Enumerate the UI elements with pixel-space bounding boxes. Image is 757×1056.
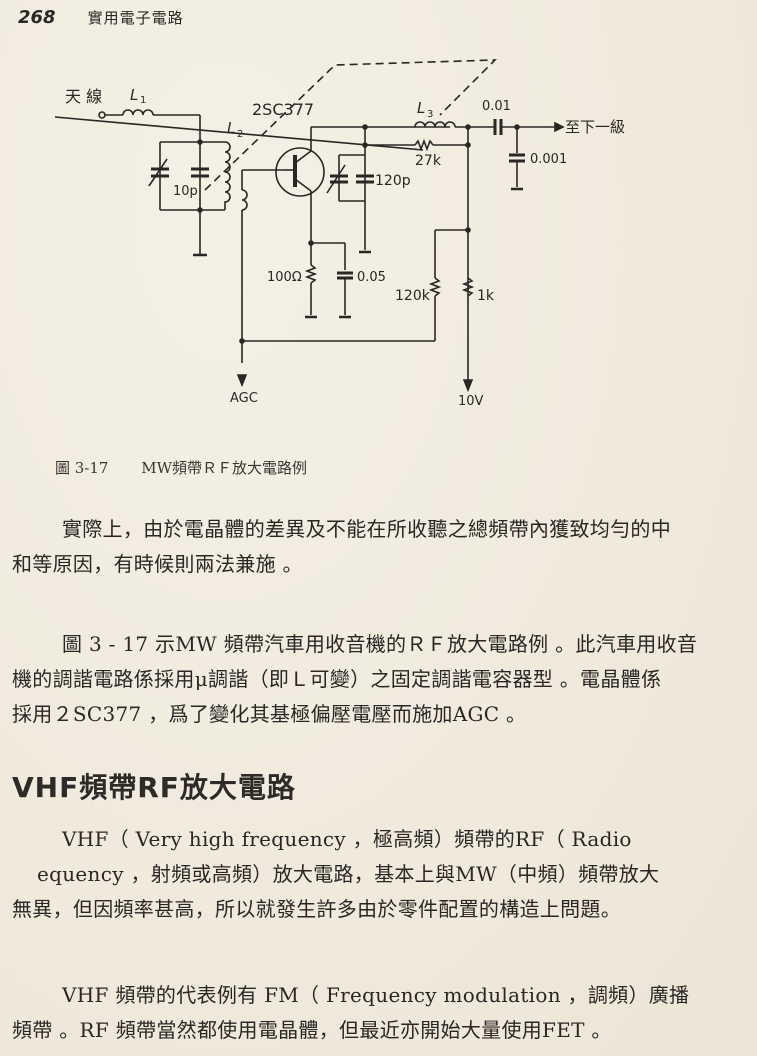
paragraph-line: 實際上，由於電晶體的差異及不能在所收聽之總頻帶內獲致均勻的中	[62, 517, 671, 541]
cap-005-label: 0.05	[357, 270, 386, 285]
res-1k-label: 1k	[477, 288, 495, 304]
cap-120p-label: 120p	[375, 173, 411, 189]
supply-arrow-icon	[462, 379, 474, 393]
L3-subscript: 3	[427, 109, 433, 120]
supply-label: 10V	[458, 394, 484, 409]
paragraph-line: 和等原因，有時候則兩法兼施 。	[12, 552, 303, 576]
resistor-100ohm-icon	[304, 264, 318, 284]
output-arrow-icon	[554, 121, 565, 133]
paragraph-line: 頻帶 。RF 頻帶當然都使用電晶體，但最近亦開始大量使用FET 。	[12, 1018, 612, 1042]
cap-0001-label: 0.001	[530, 152, 567, 167]
capacitor-001-icon	[493, 119, 503, 135]
paragraph-line: 圖 3 - 17 示MW 頻帶汽車用收音機的ＲＦ放大電路例 。此汽車用收音	[62, 632, 698, 656]
paragraph-line: VHF（ Very high frequency ，極高頻）頻帶的RF（ Rad…	[62, 827, 632, 851]
resistor-27k-icon	[414, 138, 434, 152]
output-label: 至下一級	[565, 118, 625, 136]
inductor-L2-icon	[224, 141, 231, 210]
res-120k-label: 120k	[395, 288, 431, 304]
section-heading: VHF頻帶RF放大電路	[12, 771, 296, 804]
resistor-120k-icon	[428, 277, 442, 297]
gang-tuning-dashed-line	[204, 59, 497, 191]
L2-subscript: 2	[237, 129, 243, 140]
cap-10p-label: 10p	[173, 184, 198, 199]
figure-title: MW頻帶ＲＦ放大電路例	[141, 459, 308, 477]
paragraph-1: 實際上，由於電晶體的差異及不能在所收聽之總頻帶內獲致均勻的中 和等原因，有時候則…	[12, 512, 747, 582]
paragraph-3: VHF（ Very high frequency ，極高頻）頻帶的RF（ Rad…	[12, 822, 747, 927]
capacitor-0001-icon	[509, 153, 525, 163]
agc-arrow-icon	[236, 374, 248, 388]
running-title: 實用電子電路	[87, 8, 184, 27]
paragraph-4: VHF 頻帶的代表例有 FM（ Frequency modulation ，調頻…	[12, 978, 747, 1048]
paragraph-line: 採用２SC377 ，爲了變化其基極偏壓電壓而施加AGC 。	[12, 702, 527, 726]
L2-label: L	[227, 119, 235, 137]
paragraph-line: 無異，但因頻率甚高，所以就發生許多由於零件配置的構造上問題。	[12, 897, 621, 921]
antenna-label: 天 線	[65, 87, 102, 106]
page-number: 268	[18, 6, 56, 28]
cap-001-label: 0.01	[482, 99, 511, 114]
L1-label: L	[130, 86, 138, 104]
figure-caption: 圖 3-17 MW頻帶ＲＦ放大電路例	[55, 457, 307, 478]
paragraph-line: 機的調諧電路係採用μ調諧（即Ｌ可變）之固定調諧電容器型 。電晶體係	[12, 667, 662, 691]
capacitor-120p-icon	[356, 174, 374, 184]
resistor-1k-icon	[461, 277, 475, 297]
transistor-label: 2SC377	[252, 100, 314, 119]
circuit-diagram: 2SC377 天 線 L 1 10p L 2	[54, 55, 655, 415]
res-27k-label: 27k	[415, 153, 442, 169]
antenna-terminal-icon	[98, 111, 106, 119]
inductor-L1-icon	[122, 109, 154, 116]
paragraph-2: 圖 3 - 17 示MW 頻帶汽車用收音機的ＲＦ放大電路例 。此汽車用收音 機的…	[12, 627, 747, 732]
capacitor-10p-icon	[191, 167, 209, 178]
trimmer-capacitor-icon	[326, 164, 348, 194]
figure-number: 圖 3-17	[55, 459, 109, 477]
L1-subscript: 1	[140, 95, 146, 106]
paragraph-line: equency ，射頻或高頻）放大電路，基本上與MW（中頻）頻帶放大	[37, 862, 660, 886]
inductor-L3-icon	[54, 116, 456, 151]
paragraph-line: VHF 頻帶的代表例有 FM（ Frequency modulation ，調頻…	[62, 983, 690, 1007]
transistor-icon	[275, 147, 325, 197]
L3-label: L	[417, 99, 425, 117]
res-100ohm-label: 100Ω	[267, 270, 302, 285]
page-header: 268 實用電子電路	[18, 2, 184, 32]
agc-label: AGC	[230, 391, 258, 406]
variable-capacitor-icon	[148, 158, 169, 187]
